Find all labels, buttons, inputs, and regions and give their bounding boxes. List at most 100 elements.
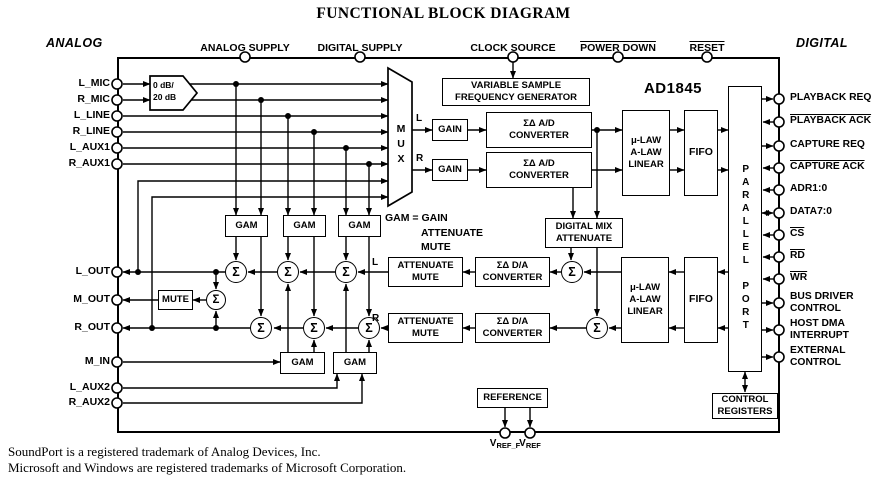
pin-bus-driver-line2: CONTROL: [790, 302, 841, 314]
law-playback-line2: A-LAW: [629, 294, 661, 306]
pin-vref-sub: REF: [525, 441, 541, 450]
mux-shape: [387, 66, 413, 208]
dac-l-line1: ΣΔ D/A: [496, 260, 529, 272]
gam-legend-line1: GAM = GAIN: [385, 212, 448, 224]
pin-r-line: R_LINE: [72, 125, 110, 137]
gam-block-aux2: GAM: [333, 352, 377, 374]
mux-label: MUX: [395, 122, 407, 168]
dac-block-r: ΣΔ D/A CONVERTER: [475, 313, 550, 343]
parallel-port-block: PARALLEL PORT: [728, 86, 762, 372]
att-r-line2: MUTE: [412, 328, 439, 339]
summing-node-playback-l: Σ: [561, 261, 583, 283]
dac-block-l: ΣΔ D/A CONVERTER: [475, 257, 550, 287]
mux-block: MUX: [391, 108, 411, 182]
summing-node-mono: Σ: [206, 290, 226, 310]
gam-legend-line3: MUTE: [421, 241, 451, 253]
mute-block: MUTE: [158, 290, 193, 310]
gam-block-aux1: GAM: [338, 215, 381, 237]
page-title: FUNCTIONAL BLOCK DIAGRAM: [316, 5, 571, 22]
pin-wr: WR: [790, 272, 808, 283]
ctrl-line2: REGISTERS: [717, 406, 773, 417]
attenuate-mute-block-r: ATTENUATE MUTE: [388, 313, 463, 343]
pin-l-aux1: L_AUX1: [69, 141, 110, 153]
pin-r-aux2: R_AUX2: [68, 396, 110, 408]
digmix-line2: ATTENUATE: [555, 233, 613, 244]
pin-capture-req: CAPTURE REQ: [790, 139, 865, 150]
adc-block-r: ΣΔ A/D CONVERTER: [486, 152, 592, 188]
att-l-line2: MUTE: [412, 272, 439, 283]
pin-vref-f: VREF_F: [478, 438, 532, 450]
att-r-line1: ATTENUATE: [397, 316, 454, 328]
pin-playback-ack: PLAYBACK ACK: [790, 115, 872, 126]
attenuate-r-channel-label: R: [372, 313, 380, 324]
mic-gain-line1: 0 dB/: [153, 80, 174, 90]
law-capture-line1: μ-LAW: [630, 135, 662, 147]
pin-l-mic: L_MIC: [78, 77, 111, 89]
parallel-port-label: PARALLEL PORT: [740, 163, 752, 333]
pin-external-line2: CONTROL: [790, 356, 841, 368]
summing-node-l1: Σ: [225, 261, 247, 283]
pin-m-out: M_OUT: [73, 293, 110, 305]
pin-vref-f-main: V: [489, 438, 497, 449]
pin-vref: VREF: [508, 438, 552, 450]
pin-r-out: R_OUT: [74, 321, 110, 333]
law-playback-line1: μ-LAW: [629, 282, 661, 294]
summing-node-l2: Σ: [277, 261, 299, 283]
pin-adr: ADR1:0: [790, 183, 828, 194]
vsfg-line2: FREQUENCY GENERATOR: [455, 92, 577, 103]
law-block-playback: μ-LAW A-LAW LINEAR: [621, 257, 669, 343]
vsfg-line1: VARIABLE SAMPLE: [470, 80, 562, 92]
footnote-soundport: SoundPort is a registered trademark of A…: [8, 444, 321, 459]
pin-host-dma-line1: HOST DMA: [790, 318, 845, 329]
gam-block-mono-in: GAM: [280, 352, 325, 374]
summing-node-r3: Σ: [358, 317, 380, 339]
pin-l-aux2: L_AUX2: [69, 381, 110, 393]
digmix-line1: DIGITAL MIX: [555, 221, 613, 233]
fifo-block-capture: FIFO: [684, 110, 718, 196]
footnote-microsoft: Microsoft and Windows are registered tra…: [8, 460, 407, 475]
control-registers-block: CONTROL REGISTERS: [712, 393, 778, 419]
attenuate-mute-block-l: ATTENUATE MUTE: [388, 257, 463, 287]
digital-region-label: DIGITAL: [796, 36, 848, 50]
adc-r-line2: CONVERTER: [509, 170, 569, 181]
gam-legend-line2: ATTENUATE: [421, 227, 484, 239]
law-capture-line2: A-LAW: [630, 147, 662, 159]
pin-power-down: POWER DOWN: [580, 42, 656, 54]
gain-block-r: GAIN: [432, 159, 468, 181]
analog-region-label: ANALOG: [46, 36, 103, 50]
pin-r-aux1: R_AUX1: [68, 157, 110, 169]
adc-l-line2: CONVERTER: [509, 130, 569, 141]
dac-r-line2: CONVERTER: [482, 328, 543, 339]
pin-host-dma-interrupt: HOST DMA INTERRUPT: [790, 318, 849, 342]
pin-bus-driver-line1: BUS DRIVER: [790, 291, 854, 302]
adc-l-line1: ΣΔ A/D: [523, 118, 555, 130]
dac-l-line2: CONVERTER: [482, 272, 543, 283]
pin-vref-main: V: [519, 438, 526, 449]
adc-r-line1: ΣΔ A/D: [523, 158, 555, 170]
pin-clock-source: CLOCK SOURCE: [470, 42, 556, 54]
pin-capture-ack: CAPTURE ACK: [790, 161, 865, 172]
pin-external-control: EXTERNAL CONTROL: [790, 345, 846, 369]
ctrl-line1: CONTROL: [721, 394, 769, 406]
law-playback-line3: LINEAR: [627, 305, 663, 317]
pin-r-mic: R_MIC: [77, 93, 110, 105]
pin-circles: [111, 51, 785, 439]
mic-gain-block: 0 dB/ 20 dB: [153, 80, 176, 104]
pin-playback-req: PLAYBACK REQ: [790, 92, 872, 103]
summing-node-playback-r: Σ: [586, 317, 608, 339]
pin-m-in: M_IN: [84, 355, 110, 367]
law-capture-line3: LINEAR: [628, 158, 664, 170]
pin-host-dma-line2: INTERRUPT: [790, 329, 849, 341]
chip-outline: [117, 57, 780, 433]
variable-sample-frequency-generator-block: VARIABLE SAMPLE FREQUENCY GENERATOR: [442, 78, 590, 106]
pin-bus-driver-control: BUS DRIVER CONTROL: [790, 291, 854, 315]
mic-gain-shape: [149, 75, 199, 111]
mux-out-l-label: L: [416, 113, 423, 124]
adc-block-l: ΣΔ A/D CONVERTER: [486, 112, 592, 148]
fifo-block-playback: FIFO: [684, 257, 718, 343]
summing-node-r1: Σ: [250, 317, 272, 339]
law-block-capture: μ-LAW A-LAW LINEAR: [622, 110, 670, 196]
digital-mix-attenuate-block: DIGITAL MIX ATTENUATE: [545, 218, 623, 248]
